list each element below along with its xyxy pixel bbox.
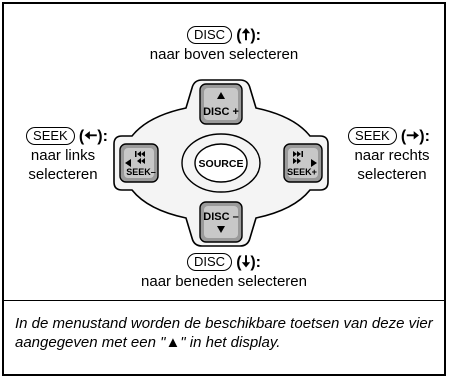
label-right-description-2: selecteren [357, 166, 427, 183]
disc-up-button[interactable]: DISC + [199, 83, 243, 125]
seek-right-label: SEEK+ [287, 167, 317, 177]
label-left-description-2: selecteren [28, 166, 98, 183]
up-arrow-text: (🠅): [236, 27, 261, 44]
seek-left-button[interactable]: SEEK– [119, 143, 159, 183]
label-right-description-1: naar rechts [354, 147, 430, 164]
menu-note: In de menustand worden de beschikbare to… [15, 315, 433, 351]
seek-key-symbol: SEEK [26, 127, 75, 145]
instruction-frame: DISC (🠅): naar boven selecteren SEEK (🠄)… [2, 2, 446, 376]
down-arrow-text: (🠇): [236, 254, 261, 271]
source-button[interactable]: SOURCE [181, 133, 261, 193]
label-left: SEEK (🠄): [8, 127, 126, 146]
disc-up-label: DISC + [203, 106, 239, 118]
source-label: SOURCE [199, 158, 244, 170]
label-down-description: naar beneden selecteren [141, 273, 307, 290]
label-right: SEEK (🠆): [334, 127, 444, 146]
label-left-description-1: naar links [30, 147, 96, 164]
skip-back-icon [135, 151, 145, 164]
disc-down-label: DISC – [203, 211, 238, 223]
left-arrow-text: (🠄): [78, 128, 108, 145]
label-up: DISC (🠅): [4, 26, 444, 45]
disc-key-symbol: DISC [187, 26, 233, 44]
right-arrow-text: (🠆): [400, 128, 430, 145]
seek-key-symbol: SEEK [348, 127, 397, 145]
skip-forward-icon [293, 151, 303, 164]
label-down: DISC (🠇): [4, 253, 444, 272]
label-up-description: naar boven selecteren [149, 46, 299, 63]
divider [4, 300, 444, 301]
disc-down-button[interactable]: DISC – [199, 201, 243, 243]
seek-right-button[interactable]: SEEK+ [283, 143, 323, 183]
right-triangle-icon [311, 159, 317, 167]
down-triangle-icon [217, 226, 225, 233]
seek-left-label: SEEK– [126, 167, 156, 177]
up-triangle-icon [217, 92, 225, 99]
left-triangle-icon [125, 159, 131, 167]
disc-key-symbol: DISC [187, 253, 233, 271]
